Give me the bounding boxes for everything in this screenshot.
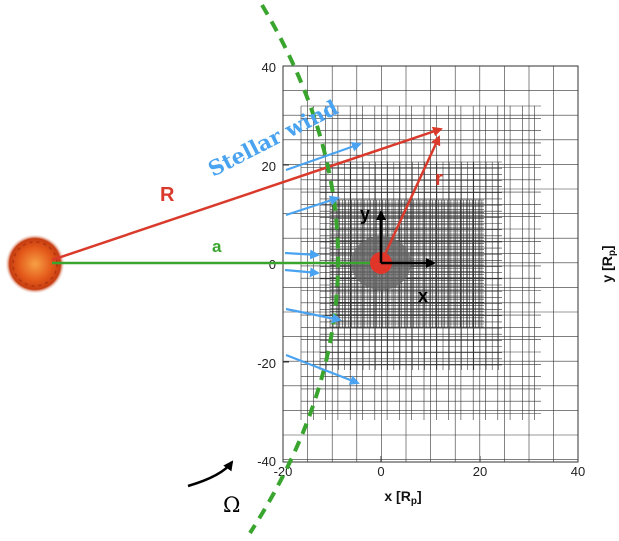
bow-curve	[248, 3, 341, 535]
mesh-grid	[282, 65, 578, 462]
y-axis-title: y [Rp]	[599, 245, 618, 282]
wind-arrow	[285, 307, 342, 324]
y-tick-labels: 40 20 0 -20 -40	[257, 60, 276, 469]
vector-R	[51, 126, 443, 262]
label-a: a	[212, 237, 222, 256]
label-R: R	[160, 184, 175, 206]
wind-arrow	[285, 195, 340, 217]
x-tick-labels: -20 0 20 40	[274, 464, 586, 479]
wind-arrow	[285, 353, 360, 385]
rotation-arrow	[187, 460, 234, 488]
y-tick-label: 20	[262, 159, 276, 174]
wind-arrow	[284, 249, 320, 260]
label-x: x	[418, 286, 428, 306]
star	[5, 234, 65, 294]
y-tick-label: 0	[269, 257, 276, 272]
x-tick-label: 0	[377, 464, 384, 479]
y-tick-label: -40	[257, 454, 276, 469]
stellar-wind-arrows	[284, 141, 362, 385]
x-axis-title: x [Rp]	[384, 488, 421, 507]
label-omega: Ω	[223, 493, 240, 517]
y-tick-label: -20	[257, 356, 276, 371]
label-r: r	[435, 168, 443, 190]
label-y: y	[360, 204, 370, 224]
vector-r	[379, 135, 441, 264]
wind-arrow	[285, 141, 362, 172]
x-tick-label: 20	[473, 464, 487, 479]
y-tick-label: 40	[262, 60, 276, 75]
x-tick-label: 40	[571, 464, 585, 479]
wind-arrow	[284, 267, 320, 278]
